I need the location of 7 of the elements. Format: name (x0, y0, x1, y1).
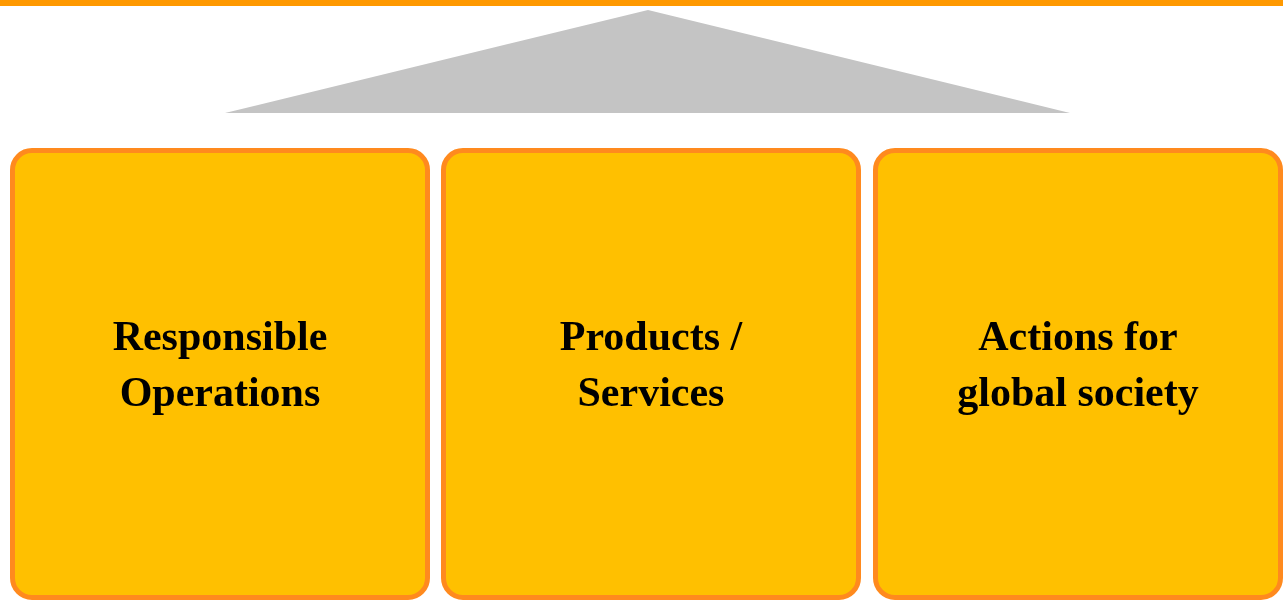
pillar-title: Responsible Operations (111, 312, 329, 417)
pillar-box (10, 148, 430, 600)
roof-triangle (225, 10, 1070, 113)
pillar-box (873, 148, 1283, 600)
pillar-title: Products / Services (558, 312, 744, 417)
pillar-box (441, 148, 861, 600)
pillar-title: Actions for global society (956, 312, 1200, 417)
